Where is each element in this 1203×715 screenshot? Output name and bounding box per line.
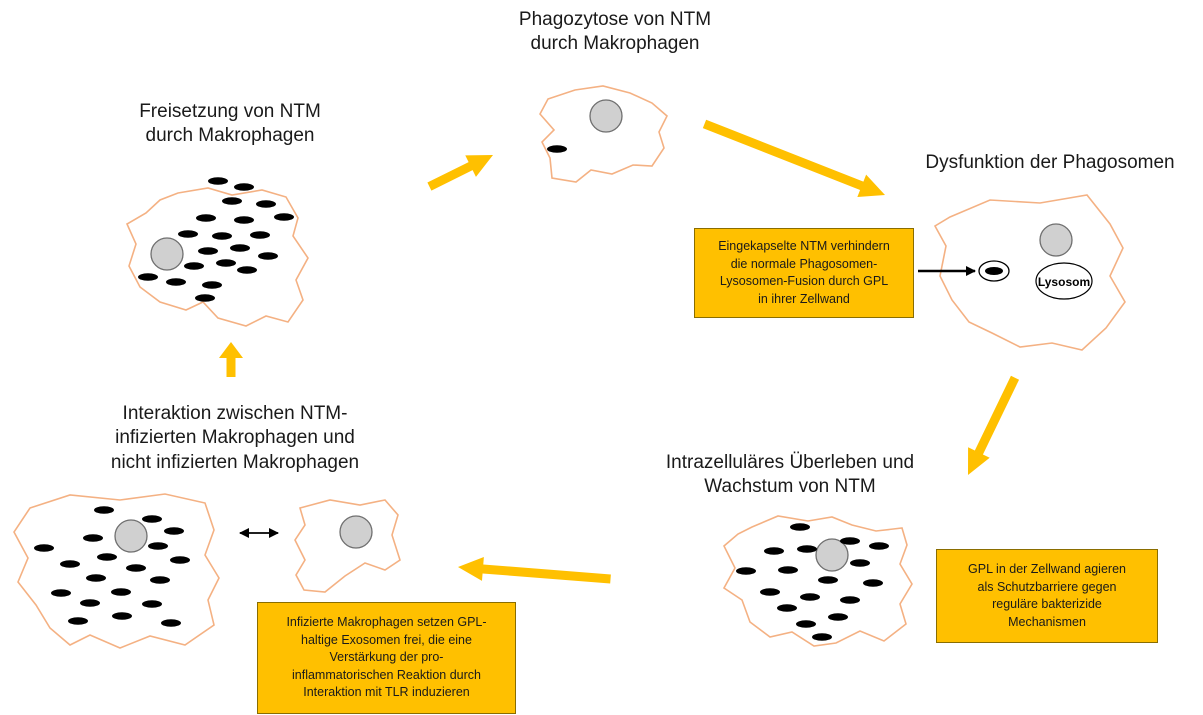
ntm-bacterium [161, 619, 181, 627]
ntm-bacterium [111, 588, 131, 596]
ntm-bacterium [216, 259, 236, 267]
ntm-bacterium [184, 262, 204, 270]
ntm-bacterium [195, 294, 215, 302]
nucleus [815, 538, 849, 572]
ntm-bacterium [812, 633, 832, 641]
ntm-bacterium [234, 183, 254, 191]
ntm-bacterium [222, 197, 242, 205]
ntm-bacterium [840, 596, 860, 604]
ntm-bacterium [164, 527, 184, 535]
ntm-bacterium [547, 145, 567, 153]
ntm-bacterium [778, 566, 798, 574]
ntm-bacterium [94, 506, 114, 514]
ntm-bacterium [170, 556, 190, 564]
encapsulated-bacterium [985, 267, 1003, 275]
ntm-bacterium [60, 560, 80, 568]
block-arrow-icon [458, 556, 611, 584]
nucleus [114, 519, 148, 553]
ntm-bacterium [828, 613, 848, 621]
block-arrow-icon [418, 109, 491, 161]
nucleus [589, 99, 623, 133]
stage-title-interaction: Interaktion zwischen NTM- infizierten Ma… [110, 403, 360, 473]
block-arrow-icon [219, 342, 243, 377]
ntm-bacterium [237, 266, 257, 274]
macrophage-phagocytosis [539, 85, 668, 183]
ntm-bacterium [198, 247, 218, 255]
ntm-bacterium [86, 574, 106, 582]
note-exosomes: Infizierte Makrophagen setzen GPL- halti… [257, 602, 516, 714]
macrophage-survival [722, 515, 913, 647]
ntm-bacterium [150, 576, 170, 584]
ntm-bacterium [250, 231, 270, 239]
stage-title-phagocytosis: Phagozytose von NTM durch Makrophagen [518, 9, 712, 55]
ntm-bacterium [112, 612, 132, 620]
ntm-bacterium [790, 523, 810, 531]
ntm-bacterium [230, 244, 250, 252]
ntm-bacterium [142, 600, 162, 608]
ntm-bacterium [850, 559, 870, 567]
ntm-bacterium [863, 579, 883, 587]
ntm-bacterium [869, 542, 889, 550]
macrophage-uninfected [294, 499, 401, 593]
ntm-bacterium [83, 534, 103, 542]
ntm-bacterium [178, 230, 198, 238]
ntm-bacterium [68, 617, 88, 625]
ntm-bacterium [126, 564, 146, 572]
ntm-bacterium [840, 537, 860, 545]
stage-title-survival: Intrazelluläres Überleben und Wachstum v… [665, 452, 915, 498]
macrophage-dysfunction [933, 194, 1126, 351]
ntm-bacterium [166, 278, 186, 286]
nucleus [339, 515, 373, 549]
ntm-bacterium [760, 588, 780, 596]
ntm-bacterium [800, 593, 820, 601]
ntm-bacterium [796, 620, 816, 628]
block-arrow-icon [702, 119, 885, 198]
stage-title-dysfunction: Dysfunktion der Phagosomen [925, 152, 1175, 173]
nucleus [150, 237, 184, 271]
ntm-bacterium [797, 545, 817, 553]
ntm-bacterium [148, 542, 168, 550]
note-encapsulated-ntm: Eingekapselte NTM verhindern die normale… [694, 228, 914, 318]
ntm-bacterium [97, 553, 117, 561]
ntm-bacterium [274, 213, 294, 221]
ntm-bacterium [196, 214, 216, 222]
ntm-bacterium [142, 515, 162, 523]
ntm-bacterium [138, 273, 158, 281]
note-gpl-barrier: GPL in der Zellwand agieren als Schutzba… [936, 549, 1158, 643]
nucleus [1039, 223, 1073, 257]
ntm-bacterium [80, 599, 100, 607]
ntm-bacterium [212, 232, 232, 240]
macrophage-release [125, 177, 309, 327]
ntm-bacterium [256, 200, 276, 208]
cycle-arrows [219, 109, 1020, 584]
ntm-bacterium [34, 544, 54, 552]
ntm-bacterium [736, 567, 756, 575]
ntm-bacterium [764, 547, 784, 555]
macrophage-infected [13, 493, 220, 649]
ntm-bacterium [202, 281, 222, 289]
ntm-bacterium [777, 604, 797, 612]
lysosome-label: Lysosom [1038, 275, 1090, 289]
ntm-bacterium [51, 589, 71, 597]
block-arrow-icon [427, 155, 493, 191]
ntm-bacterium [234, 216, 254, 224]
ntm-bacterium [818, 576, 838, 584]
block-arrow-icon [968, 375, 1020, 475]
stage-title-release: Freisetzung von NTM durch Makrophagen [139, 101, 321, 147]
ntm-bacterium [208, 177, 228, 185]
lysosome [1035, 262, 1093, 300]
ntm-bacterium [258, 252, 278, 260]
